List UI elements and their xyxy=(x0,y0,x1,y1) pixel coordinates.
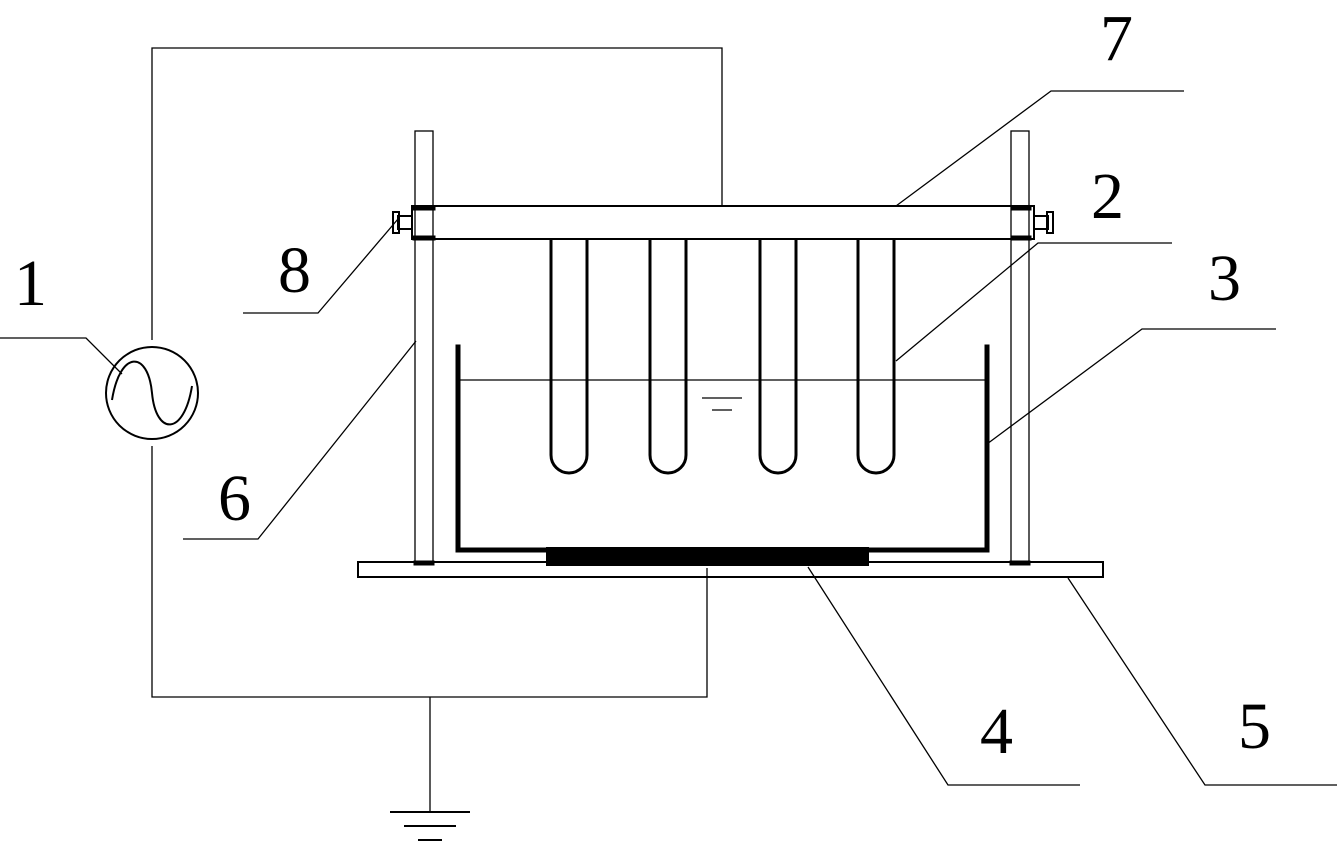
label-electrode-tubes: 2 xyxy=(1091,160,1124,233)
ground-icon xyxy=(390,811,470,841)
liquid-level-icon xyxy=(702,397,742,411)
label-fastening-screw: 8 xyxy=(278,234,311,307)
ac-source-icon xyxy=(105,346,199,440)
screw-icon-left xyxy=(392,211,413,234)
crossbar xyxy=(411,205,1035,241)
base-plate xyxy=(357,561,1104,578)
label-base-plate: 5 xyxy=(1238,690,1271,763)
bottom-electrode xyxy=(546,547,869,566)
container xyxy=(455,344,990,553)
label-power-source: 1 xyxy=(14,247,47,320)
electrode-tubes xyxy=(549,239,896,475)
support-rod-left xyxy=(413,130,435,566)
screw-icon-right xyxy=(1033,211,1054,234)
label-crossbar: 7 xyxy=(1100,2,1133,75)
leader-lines xyxy=(0,90,1337,786)
label-bottom-electrode: 4 xyxy=(980,695,1013,768)
label-container: 3 xyxy=(1208,242,1241,315)
circuit-wiring xyxy=(151,47,723,812)
support-rod-right xyxy=(1009,130,1031,566)
label-support-rod: 6 xyxy=(218,462,251,535)
